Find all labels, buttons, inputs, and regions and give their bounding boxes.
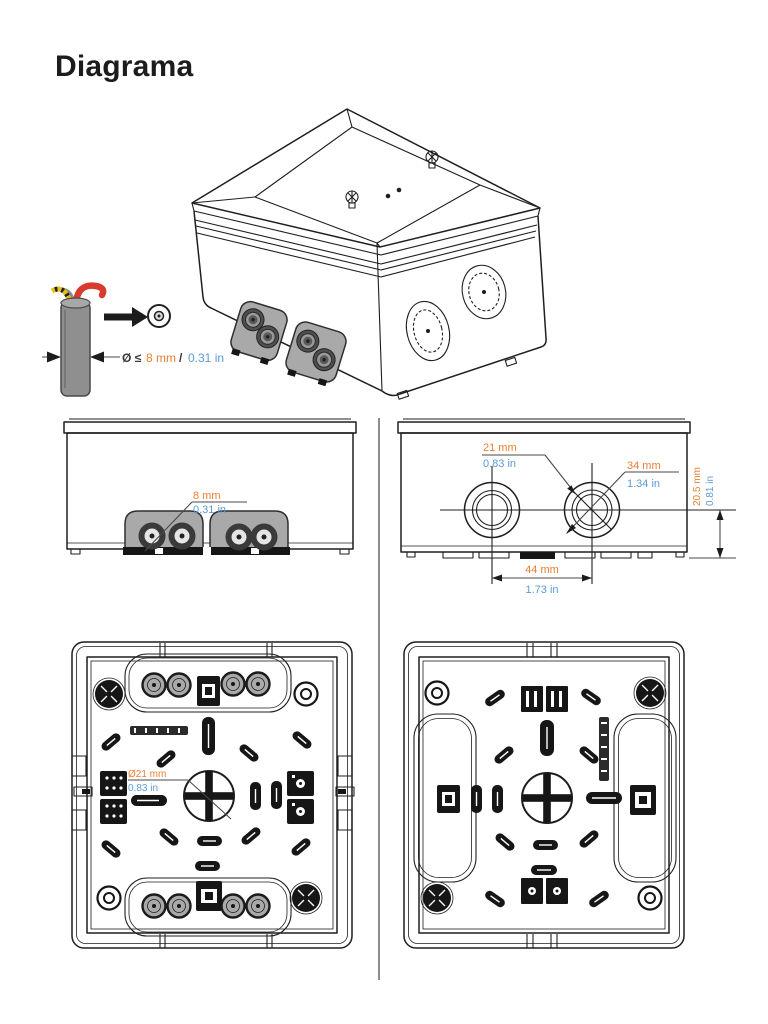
cable-gland-plate (285, 321, 347, 387)
enclosure-body (193, 210, 547, 397)
dimension-knockout-inner: 21 mm 0.83 in (482, 442, 575, 494)
base-frame (403, 641, 685, 949)
side-view-knockouts-drawing: 21 mm 0.83 in 34 mm 1.34 in 20.5 mm 0.81… (397, 418, 736, 596)
dimension-gland-hole: 8 mm 0.31 in (144, 490, 247, 552)
knockout-spacing-imperial: 1.73 in (525, 584, 558, 596)
corner-screw-hole (424, 680, 450, 706)
side-knockout (405, 300, 451, 362)
base-inside-view-b (403, 641, 685, 949)
knockout-inner-imperial: 0.83 in (483, 458, 516, 470)
right-gland-recess (613, 713, 677, 883)
corner-screw-boss-crossed (633, 676, 667, 710)
corner-screw-boss-crossed (420, 881, 454, 915)
molded-part-number (599, 717, 609, 781)
cable-detail-drawing: Ø ≤ 8 mm / 0.31 in (42, 282, 224, 397)
knockout-outer-imperial: 1.34 in (627, 478, 660, 490)
base-inside-view-a: Ø21 mm 0.83 in (71, 641, 355, 949)
center-knockout (521, 772, 573, 824)
cable-diameter-metric: 8 mm (146, 351, 176, 365)
lid-indicator-dot (396, 187, 402, 193)
grommet (147, 304, 171, 328)
knockout-height-metric: 20.5 mm (692, 467, 703, 506)
knockout-slots (101, 717, 312, 871)
wire-yellow-stripes (50, 286, 73, 303)
dimension-knockout-spacing: 44 mm 1.73 in (492, 564, 592, 596)
knockout-crossed (563, 481, 621, 539)
cable-gland (312, 348, 336, 372)
gland-hole-metric: 8 mm (193, 490, 221, 502)
oval-knockout (131, 795, 167, 806)
base-hole-imperial: 0.83 in (128, 783, 158, 794)
section-divider (378, 418, 380, 980)
base-frame (71, 641, 355, 949)
terminal-block (287, 771, 314, 824)
knockout-height-imperial: 0.81 in (705, 476, 716, 506)
knockout-spacing-metric: 44 mm (525, 564, 559, 576)
base-hole-metric: Ø21 mm (128, 769, 166, 780)
cable-gland (138, 522, 278, 551)
knockout-slots (471, 688, 622, 908)
page-title: Diagrama (55, 50, 194, 83)
enclosure-outline (397, 418, 691, 559)
terminal-block (100, 771, 127, 824)
side-view-glands-drawing: 8 mm 0.31 in (63, 418, 357, 555)
cable-diameter-separator: / (179, 351, 183, 365)
lid-screw (345, 190, 359, 209)
gland-hole-imperial: 0.31 in (193, 504, 226, 516)
corner-screw-boss-crossed (92, 677, 126, 711)
molded-part-number (130, 726, 188, 735)
knockout (463, 481, 521, 539)
corner-screw-hole (637, 885, 663, 911)
lid-screw (425, 150, 439, 169)
wire-red (72, 282, 107, 307)
bottom-gland-recess (124, 877, 292, 937)
dimension-base-center-hole: Ø21 mm 0.83 in (128, 769, 232, 820)
corner-screw-hole (96, 885, 122, 911)
knockout-outer-metric: 34 mm (627, 460, 661, 472)
knockout-inner-metric: 21 mm (483, 442, 517, 454)
cable-gland-plate (230, 300, 288, 365)
terminal-block (521, 686, 568, 712)
enclosure-lid (191, 108, 541, 256)
diameter-arrows (42, 351, 120, 363)
cable-gland (256, 325, 280, 349)
cable-gland (296, 329, 320, 353)
cable-diameter-imperial: 0.31 in (188, 351, 224, 365)
lid-indicator-dot (385, 193, 391, 199)
corner-screw-boss-crossed (289, 881, 323, 915)
top-gland-recess (124, 653, 292, 713)
corner-screw-hole (293, 681, 319, 707)
arrow-right-icon (104, 307, 148, 327)
cable-body (60, 297, 91, 397)
cable-gland (241, 308, 265, 332)
dimension-knockout-height: 20.5 mm 0.81 in (689, 467, 736, 559)
side-knockout (461, 264, 507, 320)
dimension-knockout-outer: 34 mm 1.34 in (566, 460, 679, 534)
isometric-view-drawing (191, 108, 547, 400)
cable-diameter-prefix: Ø ≤ (122, 351, 142, 365)
terminal-block (521, 878, 568, 904)
center-knockout (183, 770, 235, 822)
